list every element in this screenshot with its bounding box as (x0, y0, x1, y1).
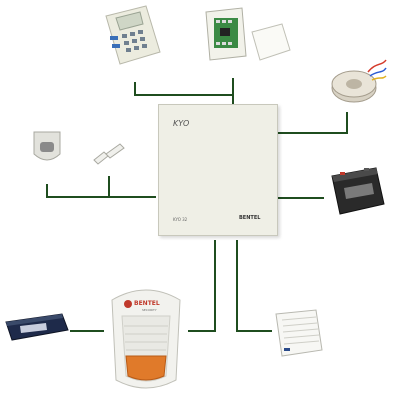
wire-transformer-horizontal (278, 132, 348, 134)
wire-ext-siren-horizontal (236, 330, 272, 332)
battery-icon (331, 167, 385, 215)
wire-pir-vertical (46, 184, 48, 198)
small-battery-icon (5, 313, 69, 341)
expansion-module-icon (205, 7, 291, 61)
wire-siren-horizontal (188, 330, 216, 332)
wire-transformer-vertical (346, 112, 348, 134)
keypad-icon (105, 5, 161, 65)
wire-siren-vertical (214, 240, 216, 332)
control-panel: KYO KYO 32 BENTEL (158, 104, 278, 236)
wire-left-horizontal (46, 196, 156, 198)
transformer-icon (331, 59, 387, 103)
wire-top-horizontal (134, 94, 234, 96)
pir-sensor-icon (33, 131, 61, 161)
siren-badge-label: SECURITY (142, 308, 157, 312)
wire-battery-right (278, 197, 324, 199)
wire-smallbattery-horizontal (70, 330, 104, 332)
wire-module-vertical (232, 78, 234, 104)
indoor-siren-icon (275, 309, 323, 357)
siren-icon (111, 289, 181, 389)
panel-model-label: KYO 32 (173, 217, 188, 222)
panel-maker-label: BENTEL (239, 215, 261, 221)
wire-keypad-vertical (134, 82, 136, 96)
door-contact-icon (93, 143, 125, 165)
wire-ext-siren-vertical (236, 240, 238, 332)
siren-brand-label: BENTEL (134, 300, 160, 307)
wire-contact-vertical (108, 176, 110, 198)
panel-brand-label: KYO (173, 119, 190, 128)
